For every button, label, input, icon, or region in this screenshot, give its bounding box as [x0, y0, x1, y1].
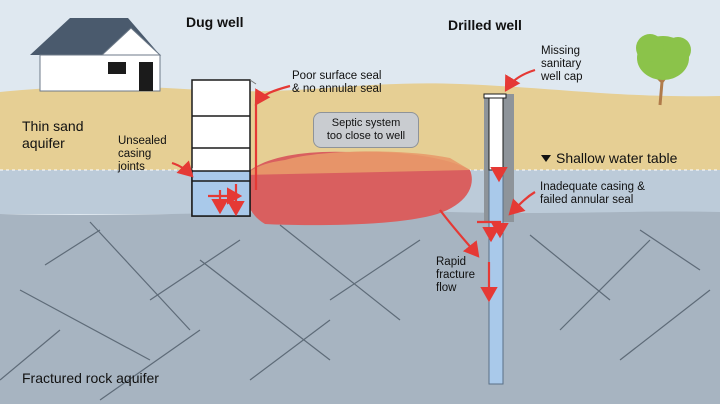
poor-seal-line2: & no annular seal	[292, 83, 382, 95]
contamination-arrows	[171, 68, 536, 303]
inadequate-line1: Inadequate casing &	[540, 181, 645, 193]
poor-seal-line1: Poor surface seal	[292, 70, 382, 82]
unsealed-joints-label: Unsealed casing joints	[118, 135, 167, 174]
dug-well-title: Dug well	[186, 14, 244, 30]
rapid-line3: flow	[436, 282, 457, 294]
inadequate-casing-label: Inadequate casing & failed annular seal	[540, 181, 645, 207]
water-table-label: Shallow water table	[556, 150, 678, 166]
unsealed-line1: Unsealed	[118, 135, 167, 147]
septic-callout: Septic system too close to well	[313, 112, 419, 148]
sand-aquifer-line2: aquifer	[22, 135, 65, 151]
unsealed-line2: casing	[118, 148, 152, 160]
rapid-flow-label: Rapid fracture flow	[436, 256, 475, 295]
drilled-well-title: Drilled well	[448, 17, 522, 33]
rock-aquifer-label: Fractured rock aquifer	[22, 370, 159, 386]
tree-illustration	[636, 34, 691, 106]
sand-aquifer-line1: Thin sand	[22, 118, 84, 134]
rapid-line2: fracture	[436, 269, 475, 281]
missing-line1: Missing	[541, 45, 580, 57]
septic-line1: Septic system	[331, 117, 401, 129]
unsealed-line3: joints	[118, 161, 145, 173]
fracture-lines	[0, 221, 711, 401]
plume-surface	[245, 151, 470, 175]
house-illustration	[30, 18, 162, 92]
water-table-marker	[541, 155, 551, 162]
septic-line2: too close to well	[326, 130, 406, 142]
rapid-line1: Rapid	[436, 256, 467, 268]
poor-seal-label: Poor surface seal & no annular seal	[292, 70, 382, 96]
missing-line3: well cap	[541, 71, 583, 83]
inadequate-line2: failed annular seal	[540, 194, 634, 206]
sand-aquifer-label: Thin sand aquifer	[22, 118, 83, 152]
missing-line2: sanitary	[541, 58, 582, 70]
missing-cap-label: Missing sanitary well cap	[541, 45, 583, 84]
rock-layer	[0, 211, 720, 404]
